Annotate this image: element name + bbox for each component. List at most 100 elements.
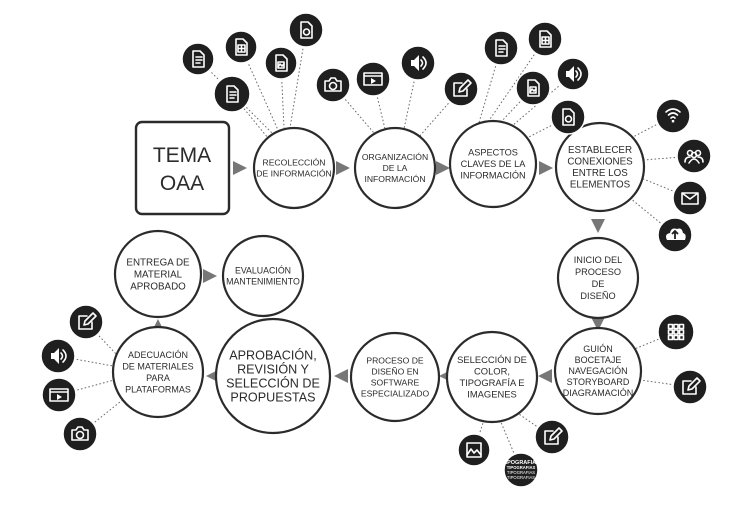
typography-badge-line: TIPOGRAFIAS bbox=[507, 470, 535, 475]
node-label-line: SELECCIÓN DE bbox=[457, 354, 527, 365]
node-label-line: ASPECTOS bbox=[468, 148, 518, 158]
node-circle bbox=[554, 121, 646, 213]
node-circle bbox=[349, 331, 441, 423]
tema-line2: OAA bbox=[160, 172, 204, 195]
icon-connector bbox=[332, 84, 375, 134]
node-label-line: DISEÑO bbox=[580, 291, 615, 301]
node-circle bbox=[448, 119, 538, 209]
flow-arrow bbox=[591, 317, 605, 331]
icon-group: TIPOGRAFIASTIPOGRAFIASTIPOGRAFIASTIPOGRA… bbox=[40, 12, 712, 488]
typography-icon: TIPOGRAFIASTIPOGRAFIASTIPOGRAFIASTIPOGRA… bbox=[502, 452, 540, 488]
node-label-line: DE MATERIALES bbox=[122, 361, 193, 371]
speaker-icon bbox=[40, 338, 76, 374]
flow-arrow bbox=[334, 369, 348, 383]
node-label-line: GUIÓN bbox=[583, 344, 613, 354]
video-icon bbox=[41, 377, 77, 413]
node-label-line: ORGANIZACIÓN bbox=[362, 152, 428, 162]
node-label-line: ENTRE LOS bbox=[572, 168, 628, 179]
people-icon bbox=[676, 138, 712, 174]
node-label-line: APROBACIÓN, bbox=[229, 347, 316, 362]
grid-icon bbox=[657, 313, 695, 351]
flow-arrow bbox=[233, 161, 247, 175]
node-label-line: ESPECIALIZADO bbox=[361, 389, 430, 399]
pdf-file-icon bbox=[550, 99, 586, 135]
node-label-line: APROBADO bbox=[130, 281, 186, 292]
node-label-line: DISEÑO EN bbox=[371, 367, 418, 377]
node-circle bbox=[556, 236, 640, 320]
typography-badge-line: TIPOGRAFIAS bbox=[502, 460, 540, 466]
image-icon bbox=[457, 433, 491, 467]
node-label-line: PROPUESTAS bbox=[230, 390, 315, 404]
edit-icon bbox=[672, 369, 708, 405]
node-label-line: SOFTWARE bbox=[371, 378, 420, 388]
flow-arrow bbox=[436, 161, 450, 175]
mail-icon bbox=[672, 180, 708, 216]
edit-icon bbox=[534, 419, 570, 455]
node-label-line: IMAGENES bbox=[467, 389, 517, 400]
icon-connector bbox=[57, 355, 114, 367]
edit-icon bbox=[443, 71, 479, 107]
spreadsheet-icon bbox=[224, 30, 258, 64]
flow-arrow bbox=[539, 161, 553, 175]
typography-badge-line: TIPOGRAFIAS bbox=[507, 465, 536, 470]
node-label-line: TIPOGRAFÍA E bbox=[459, 377, 524, 388]
video-icon bbox=[355, 61, 391, 97]
node-label-line: CONEXIONES bbox=[567, 157, 633, 168]
node-label-line: RECOLECCIÓN bbox=[262, 158, 325, 168]
icon-connector bbox=[417, 88, 462, 139]
edit-icon bbox=[68, 304, 104, 340]
node-label-line: INFORMACIÓN bbox=[460, 171, 525, 181]
text-file-icon bbox=[483, 30, 519, 66]
node-circle bbox=[111, 325, 205, 419]
node-label-line: DIAGRAMACIÓN bbox=[563, 388, 634, 398]
text-file-icon bbox=[213, 75, 251, 113]
camera-icon bbox=[315, 67, 351, 103]
node-label-line: INICIO DEL bbox=[574, 255, 623, 265]
flow-arrow bbox=[336, 161, 350, 175]
flow-arrow bbox=[591, 219, 605, 233]
wifi-icon bbox=[655, 98, 691, 134]
pdf-file-icon bbox=[288, 12, 324, 48]
node-circle bbox=[113, 229, 203, 319]
cloud-upload-icon bbox=[657, 217, 693, 253]
speaker-icon bbox=[400, 45, 436, 81]
document-icon bbox=[181, 42, 215, 76]
node-label-line: ADECUACIÓN bbox=[128, 350, 188, 360]
flow-arrow bbox=[203, 269, 217, 283]
node-label-line: MATERIAL bbox=[134, 269, 183, 280]
node-label-line: ESTABLECER bbox=[568, 145, 632, 156]
node-circle bbox=[252, 126, 336, 210]
typography-badge-line: TIPOGRAFIAS bbox=[507, 475, 535, 480]
node-label-line: PARA bbox=[146, 373, 170, 383]
tema-box: TEMA OAA bbox=[134, 120, 231, 216]
node-label-line: SELECCIÓN DE bbox=[226, 375, 320, 390]
spreadsheet-icon bbox=[527, 21, 563, 57]
flow-arrow bbox=[538, 369, 552, 383]
node-label-line: INFORMACIÓN bbox=[364, 174, 425, 184]
icon-connector bbox=[280, 62, 285, 129]
tema-line1: TEMA bbox=[153, 144, 211, 167]
node-label-line: PLATAFORMAS bbox=[125, 384, 191, 394]
node-label-line: NAVEGACIÓN bbox=[568, 366, 627, 376]
node-label-line: CLAVES DE LA bbox=[461, 159, 527, 169]
node-label-line: MANTENIMIENTO bbox=[226, 277, 300, 287]
image-file-icon bbox=[264, 46, 298, 80]
node-label-line: ELEMENTOS bbox=[570, 180, 631, 191]
node-circle bbox=[553, 326, 643, 416]
node-label-line: BOCETAJE bbox=[575, 355, 622, 365]
node-label-line: REVISIÓN Y bbox=[237, 361, 309, 376]
node-label-line: PROCESO bbox=[575, 267, 621, 277]
node-label-line: DE INFORMACIÓN bbox=[256, 169, 331, 179]
